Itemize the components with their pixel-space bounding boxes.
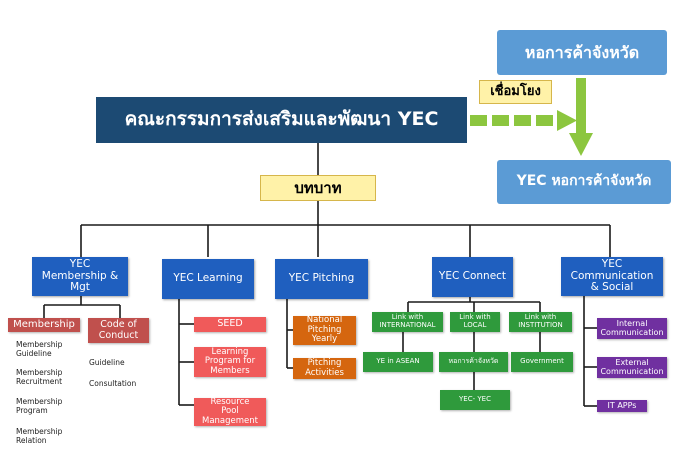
link-arrow [470, 78, 593, 156]
membership-relation: Membership Relation [16, 427, 63, 445]
pitching-national: National Pitching Yearly [293, 315, 356, 345]
yec-chamber-box: YEC หอการค้าจังหวัด [497, 160, 671, 204]
branch-membership: YEC Membership & Mgt [32, 257, 128, 296]
connect-chamber: หอการค้าจังหวัด [439, 352, 508, 372]
roles-box: บทบาท [260, 175, 376, 201]
membership-guideline: Membership Guideline [16, 340, 63, 358]
branch-learning: YEC Learning [162, 259, 254, 299]
learning-seed: SEED [194, 317, 266, 332]
code-of-conduct-box: Code of Conduct [88, 318, 149, 343]
learning-resource-pool: Resource Pool Management [194, 397, 266, 426]
branch-communication: YEC Communication & Social [561, 257, 663, 296]
link-label: เชื่อมโยง [479, 80, 552, 104]
learning-program: Learning Program for Members [194, 347, 266, 377]
code-consultation: Consultation [89, 379, 137, 388]
comm-it-apps: IT APPs [597, 400, 647, 412]
comm-external: External Communication [597, 357, 667, 378]
membership-box: Membership [8, 318, 80, 332]
code-guideline: Guideline [89, 358, 125, 367]
membership-recruitment: Membership Recruitment [16, 368, 63, 386]
membership-program: Membership Program [16, 397, 63, 415]
committee-box: คณะกรรมการส่งเสริมและพัฒนา YEC [96, 97, 467, 143]
pitching-activities: Pitching Activities [293, 358, 356, 379]
branch-pitching: YEC Pitching [275, 259, 368, 299]
connect-local: Link with LOCAL [450, 312, 500, 332]
connect-ye-asean: YE in ASEAN [363, 352, 433, 372]
connect-international: Link with INTERNATIONAL [372, 312, 443, 332]
chamber-box: หอการค้าจังหวัด [497, 30, 667, 75]
connect-government: Government [511, 352, 573, 372]
comm-internal: Internal Communication [597, 318, 667, 339]
connect-yec-yec: YEC- YEC [440, 390, 510, 410]
branch-connect: YEC Connect [432, 257, 513, 297]
connect-institution: Link with INSTITUTION [509, 312, 572, 332]
